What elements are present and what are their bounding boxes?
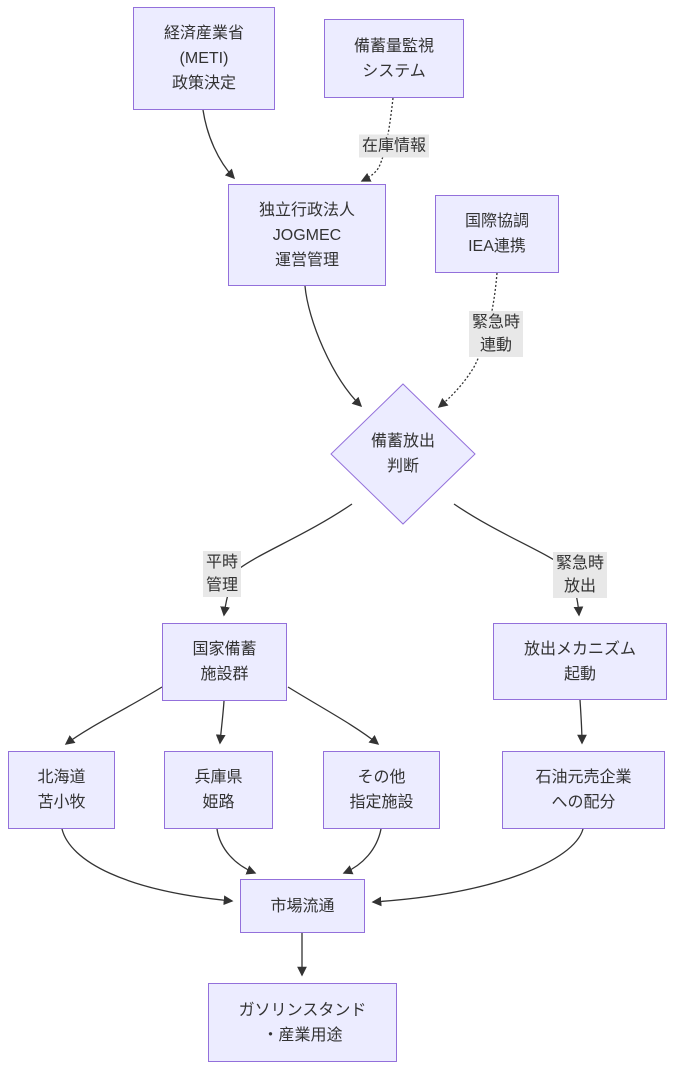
edge-tomakomai-market [61, 828, 234, 906]
node-release-mechanism-label: 放出メカニズム 起動 [523, 640, 636, 683]
node-other-facilities: その他 指定施設 [323, 751, 440, 829]
node-monitor-label: 備蓄量監視 システム [353, 37, 434, 80]
node-jogmec: 独立行政法人 JOGMEC 運営管理 [228, 184, 386, 286]
edge-meti-jogmec [202, 109, 236, 180]
edge-national-himeji [215, 700, 226, 745]
node-iea: 国際協調 IEA連携 [435, 195, 559, 273]
node-himeji-label: 兵庫県 姫路 [194, 769, 243, 811]
node-gas-stations: ガソリンスタンド ・産業用途 [208, 983, 397, 1062]
edge-national-other [287, 686, 380, 745]
edge-label-normal-management: 平時 管理 [202, 551, 242, 597]
node-tomakomai: 北海道 苫小牧 [8, 751, 115, 829]
edge-label-inventory-info: 在庫情報 [358, 134, 430, 158]
node-himeji: 兵庫県 姫路 [164, 751, 273, 829]
node-gas-stations-label: ガソリンスタンド ・産業用途 [238, 1001, 367, 1044]
node-other-facilities-label: その他 指定施設 [349, 769, 414, 811]
node-release-mechanism: 放出メカニズム 起動 [493, 623, 667, 700]
node-national-reserve-label: 国家備蓄 施設群 [192, 641, 257, 683]
edge-national-tomakomai [64, 686, 163, 745]
node-market-label: 市場流通 [270, 897, 335, 915]
node-iea-label: 国際協調 IEA連携 [464, 213, 529, 255]
node-decision-label: 備蓄放出 判断 [370, 433, 436, 475]
node-market: 市場流通 [240, 879, 365, 933]
edge-mechanism-distributors [577, 699, 587, 745]
edge-label-emergency-link: 緊急時 連動 [468, 311, 524, 357]
edge-jogmec-decision [304, 285, 363, 408]
node-tomakomai-label: 北海道 苫小牧 [37, 769, 86, 811]
node-national-reserve: 国家備蓄 施設群 [162, 623, 287, 701]
node-meti-label: 経済産業省 (METI) 政策決定 [163, 25, 244, 92]
edge-label-emergency-release: 緊急時 放出 [552, 552, 608, 598]
edge-iea-decision [437, 272, 498, 408]
node-monitor: 備蓄量監視 システム [324, 19, 464, 98]
node-oil-distributors-label: 石油元売企業 への配分 [535, 769, 632, 811]
node-meti: 経済産業省 (METI) 政策決定 [133, 7, 275, 110]
edge-distributors-market [371, 828, 584, 907]
edge-other-market [342, 828, 382, 875]
edge-himeji-market [216, 828, 257, 875]
node-oil-distributors: 石油元売企業 への配分 [502, 751, 665, 829]
node-decision-shape [330, 383, 476, 525]
node-jogmec-label: 独立行政法人 JOGMEC 運営管理 [258, 201, 355, 269]
edge-decision-national [220, 503, 353, 617]
